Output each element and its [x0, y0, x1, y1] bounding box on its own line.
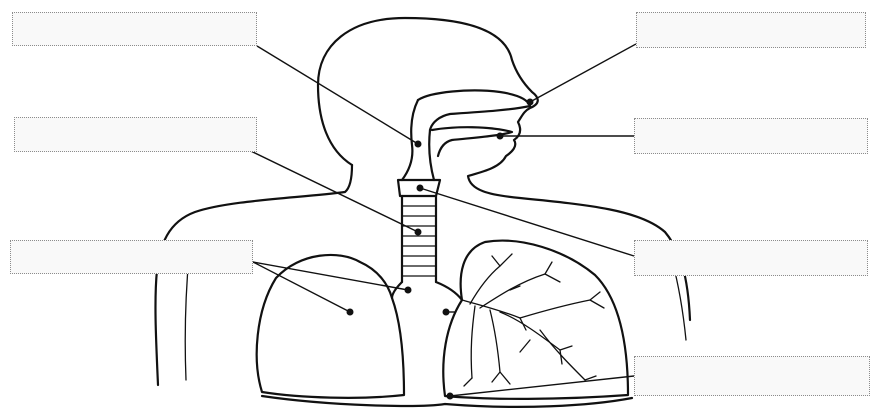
bronchi — [392, 282, 462, 300]
label-box-left-3[interactable] — [10, 240, 253, 274]
label-box-right-4[interactable] — [634, 356, 870, 396]
label-box-right-1[interactable] — [636, 12, 866, 48]
label-box-left-1[interactable] — [12, 12, 257, 46]
bronchial-tree — [462, 254, 604, 386]
pharynx — [402, 100, 434, 180]
nasal-cavity — [418, 90, 530, 130]
trachea — [402, 196, 436, 282]
leader-lines — [228, 44, 636, 396]
right-lung — [443, 241, 628, 399]
label-box-right-2[interactable] — [634, 118, 868, 154]
label-box-left-2[interactable] — [14, 117, 257, 152]
trachea-rings — [402, 206, 436, 276]
label-box-right-3[interactable] — [634, 240, 868, 276]
oral-cavity — [432, 127, 512, 156]
pointer-dots — [347, 99, 534, 400]
